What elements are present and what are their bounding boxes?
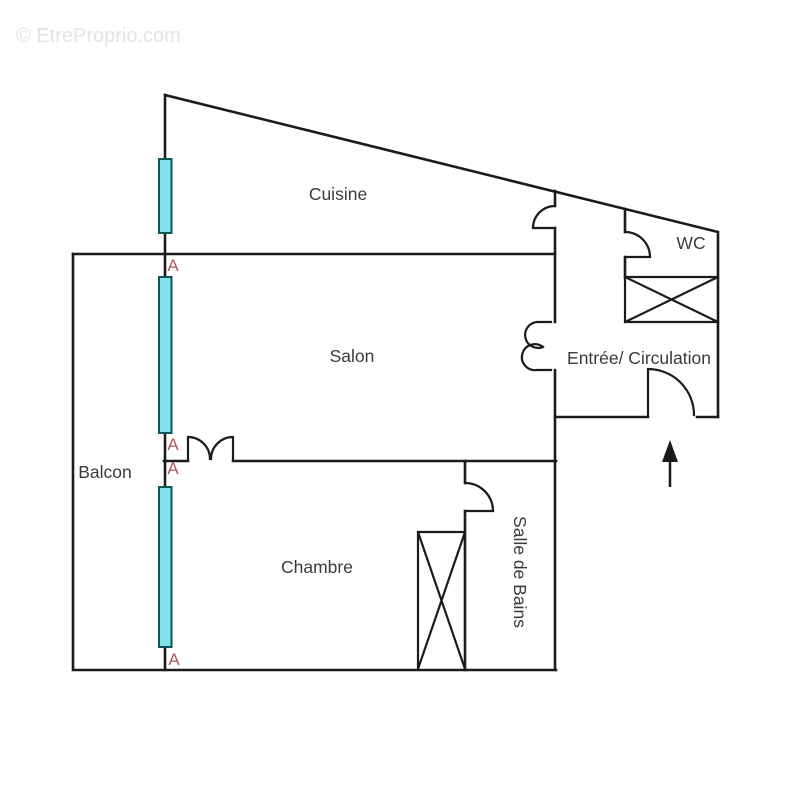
room-label-balcon: Balcon: [78, 462, 132, 482]
room-label-cuisine: Cuisine: [309, 184, 367, 204]
room-labels: Cuisine WC Salon Entrée/ Circulation Bal…: [78, 184, 711, 628]
chambre-closet-icon: [416, 530, 467, 671]
salon-double-swing-door-icon: [520, 320, 553, 372]
entrance-door-arc: [646, 367, 696, 417]
wc-door-arc: [623, 230, 652, 259]
section-marker-a1: A: [167, 256, 179, 275]
watermark-text: © EtreProprio.com: [16, 25, 181, 47]
salon-window-icon: [158, 276, 173, 434]
windows: [158, 158, 173, 648]
doors: [186, 204, 696, 513]
room-label-salle-de-bains: Salle de Bains: [510, 516, 530, 628]
room-label-wc: WC: [676, 233, 705, 253]
wall-diagonal-and-right: [163, 93, 720, 419]
wc-closet-icon: [623, 275, 720, 324]
section-marker-a3: A: [167, 459, 179, 478]
cuisine-door-arc: [531, 204, 557, 230]
window-section-markers: A A A A: [167, 256, 180, 669]
section-marker-a4: A: [168, 650, 180, 669]
room-label-entree-circulation: Entrée/ Circulation: [567, 348, 711, 368]
chambre-window-icon: [158, 486, 173, 648]
wall-left-and-bottom: [71, 252, 558, 672]
room-label-chambre: Chambre: [281, 557, 353, 577]
cuisine-window-icon: [158, 158, 173, 234]
room-label-salon: Salon: [330, 346, 375, 366]
entrance-arrow-icon: [662, 440, 678, 487]
entrance-arrow-head: [662, 440, 678, 462]
balcony-french-door-icon: [186, 435, 235, 461]
bathroom-door-arc: [463, 481, 495, 513]
closets: [416, 275, 720, 671]
section-marker-a2: A: [167, 435, 179, 454]
